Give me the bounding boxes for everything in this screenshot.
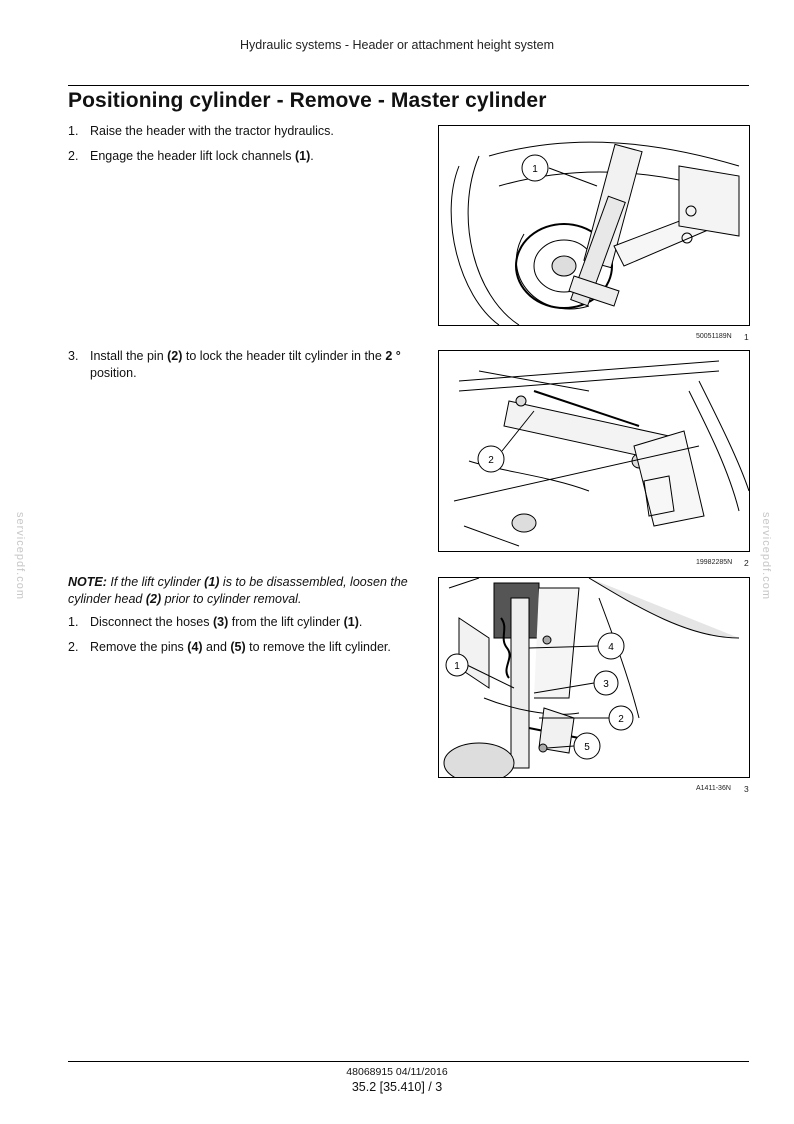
figure-1-number: 1 [744, 332, 749, 342]
svg-text:3: 3 [603, 679, 609, 690]
step-1-raise-header: 1. Raise the header with the tractor hyd… [68, 123, 413, 140]
callout-2: 2 [539, 705, 634, 731]
step-2-remove-pins: 2. Remove the pins (4) and (5) to remove… [68, 639, 413, 656]
svg-text:5: 5 [584, 742, 590, 753]
callout-1: 1 [445, 653, 515, 689]
step-text: Raise the header with the tractor hydrau… [90, 124, 334, 138]
note-cylinder-head: NOTE: If the lift cylinder (1) is to be … [68, 575, 408, 606]
figure-3-illustration: 1 4 3 2 5 [443, 578, 740, 777]
svg-text:2: 2 [618, 714, 624, 725]
figure-1-illustration: 1 [450, 141, 740, 325]
step-2-engage-lock: 2. Engage the header lift lock channels … [68, 148, 413, 165]
figure-3-number: 3 [744, 784, 749, 794]
footer-page-number: 35.2 [35.410] / 3 [351, 1080, 443, 1094]
page-title: Positioning cylinder - Remove - Master c… [68, 89, 547, 112]
step-number: 2. [68, 640, 79, 654]
svg-text:1: 1 [532, 164, 538, 175]
step-1-disconnect-hoses: 1. Disconnect the hoses (3) from the lif… [68, 614, 413, 631]
svg-text:4: 4 [608, 642, 614, 653]
figure-1-lift-lock: 1 [438, 125, 750, 326]
step-3-install-pin: 3. Install the pin (2) to lock the heade… [68, 348, 413, 382]
svg-text:2: 2 [488, 455, 494, 466]
figure-2-tilt-pin: 2 [438, 350, 750, 552]
figure-2-illustration: 2 [453, 360, 749, 547]
step-text: Disconnect the hoses (3) from the lift c… [90, 615, 363, 629]
figure-3-lift-cylinder: 1 4 3 2 5 [438, 577, 750, 778]
header-rule [68, 85, 749, 86]
figure-1-code: 50051189N [696, 333, 732, 340]
callout-2: 2 [477, 410, 535, 473]
step-text: Engage the header lift lock channels (1)… [90, 149, 314, 163]
note-label: NOTE: [68, 575, 107, 589]
watermark-left: servicepdf.com [13, 512, 26, 600]
footer-rule [68, 1061, 749, 1062]
step-text: Install the pin (2) to lock the header t… [90, 349, 401, 380]
step-number: 2. [68, 149, 79, 163]
step-number: 3. [68, 349, 79, 363]
callout-3: 3 [533, 670, 619, 696]
step-text: Remove the pins (4) and (5) to remove th… [90, 640, 391, 654]
svg-text:1: 1 [454, 661, 460, 672]
callout-4: 4 [528, 632, 625, 660]
footer-document-code: 48068915 04/11/2016 [346, 1066, 448, 1078]
step-number: 1. [68, 124, 79, 138]
figure-2-number: 2 [744, 558, 749, 568]
step-number: 1. [68, 615, 79, 629]
running-header: Hydraulic systems - Header or attachment… [239, 38, 554, 52]
figure-3-code: A1411-36N [696, 785, 731, 792]
watermark-right: servicepdf.com [759, 512, 772, 600]
figure-2-code: 19982285N [696, 559, 733, 566]
callout-1: 1 [521, 154, 598, 187]
callout-5: 5 [546, 732, 601, 760]
